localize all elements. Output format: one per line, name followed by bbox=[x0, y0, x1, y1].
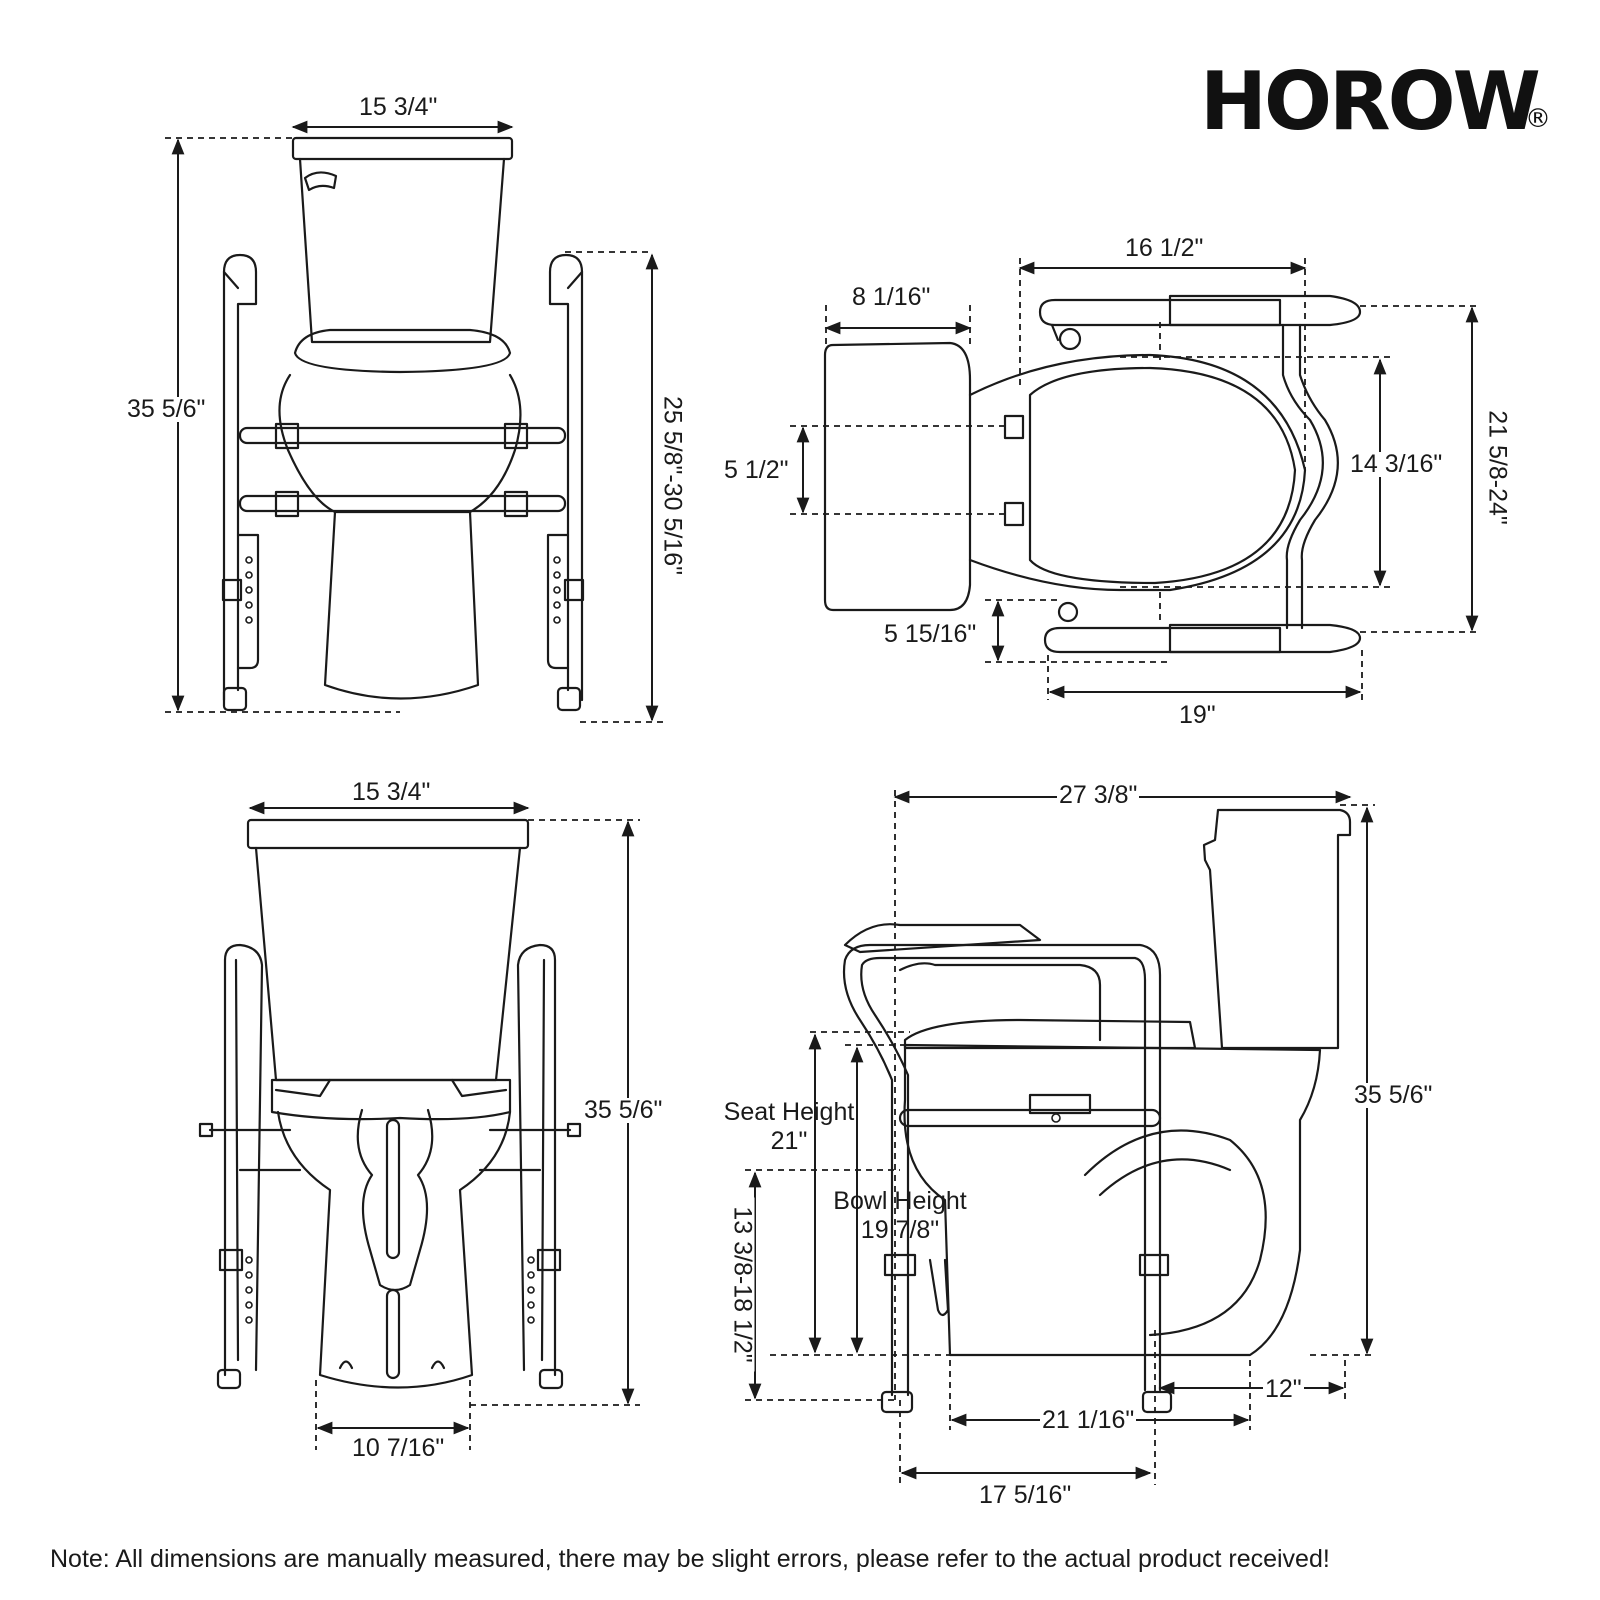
armrest-offset-label: 5 15/16" bbox=[882, 620, 979, 648]
rear-view-drawing bbox=[198, 801, 640, 1450]
rear-total-height-label: 35 5/6" bbox=[582, 1096, 665, 1124]
backrest-depth-label: 8 1/16" bbox=[850, 283, 933, 311]
backrest-gap-label: 5 1/2" bbox=[722, 456, 791, 484]
seat-height-label: Seat Height 21" bbox=[712, 1098, 866, 1156]
bowl-height-value: 19 7/8" bbox=[860, 1215, 940, 1244]
side-view-drawing bbox=[745, 790, 1375, 1485]
overall-depth-label: 27 3/8" bbox=[1057, 781, 1140, 809]
side-total-height-label: 35 5/6" bbox=[1352, 1081, 1435, 1109]
seat-height-title: Seat Height bbox=[723, 1098, 855, 1126]
frame-depth-label: 17 5/16" bbox=[977, 1481, 1074, 1509]
disclaimer-note: Note: All dimensions are manually measur… bbox=[50, 1545, 1330, 1573]
front-offset-label: 12" bbox=[1263, 1375, 1304, 1403]
armrest-length-label: 19" bbox=[1177, 701, 1218, 729]
registered-mark: ® bbox=[1525, 104, 1551, 134]
seat-height-value: 21" bbox=[770, 1126, 808, 1155]
bowl-height-label: Bowl Height 19 7/8" bbox=[818, 1187, 982, 1245]
base-width-label: 10 7/16" bbox=[350, 1434, 447, 1462]
arm-height-label: 13 3/8-18 1/2" bbox=[729, 1197, 757, 1372]
armrest-height-label: 25 5/8"-30 5/16" bbox=[659, 383, 687, 588]
inner-width-label: 16 1/2" bbox=[1123, 234, 1206, 262]
bowl-height-title: Bowl Height bbox=[833, 1187, 967, 1215]
base-depth-label: 21 1/16" bbox=[1040, 1406, 1137, 1434]
outer-width-label: 21 5/8-24" bbox=[1484, 390, 1512, 545]
front-view-drawing bbox=[165, 120, 665, 723]
brand-logo: HOROW bbox=[1200, 55, 1541, 148]
front-tank-width-label: 15 3/4" bbox=[357, 93, 440, 121]
front-total-height-label: 35 5/6" bbox=[125, 395, 208, 423]
top-view-drawing bbox=[790, 258, 1480, 700]
rear-tank-width-label: 15 3/4" bbox=[350, 778, 433, 806]
armrest-inner-span-label: 14 3/16" bbox=[1348, 450, 1445, 478]
